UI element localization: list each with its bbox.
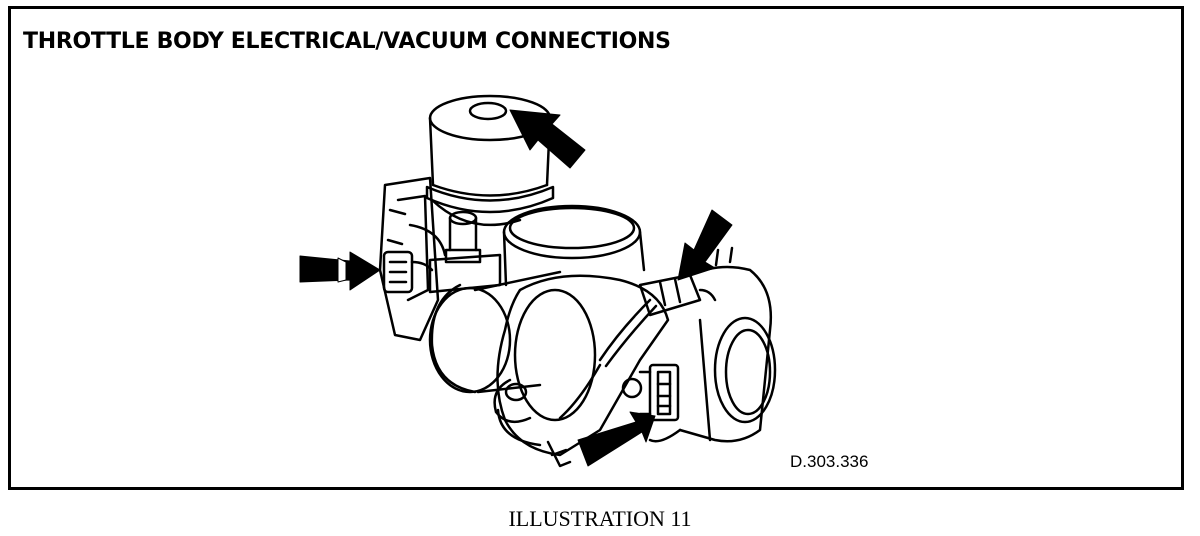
reference-code: D.303.336	[790, 452, 869, 471]
throttle-housing	[493, 274, 670, 468]
throttle-bore	[502, 204, 646, 287]
arrow-right-upper	[677, 209, 733, 281]
pointer-arrows	[299, 109, 733, 467]
arrow-top-vacuum	[509, 109, 586, 169]
tps-connector	[638, 363, 680, 422]
left-connector	[382, 250, 434, 294]
wiring-harness	[558, 273, 717, 420]
idle-air-motor	[428, 270, 562, 394]
outlet-flange	[648, 246, 777, 443]
arrow-bottom-connector	[577, 411, 656, 467]
vacuum-canister	[425, 94, 555, 227]
injector-assembly	[408, 210, 502, 294]
illustration-caption: ILLUSTRATION 11	[508, 506, 692, 531]
diagram-title: THROTTLE BODY ELECTRICAL/VACUUM CONNECTI…	[23, 29, 671, 54]
diagram-frame: THROTTLE BODY ELECTRICAL/VACUUM CONNECTI…	[8, 6, 1184, 490]
